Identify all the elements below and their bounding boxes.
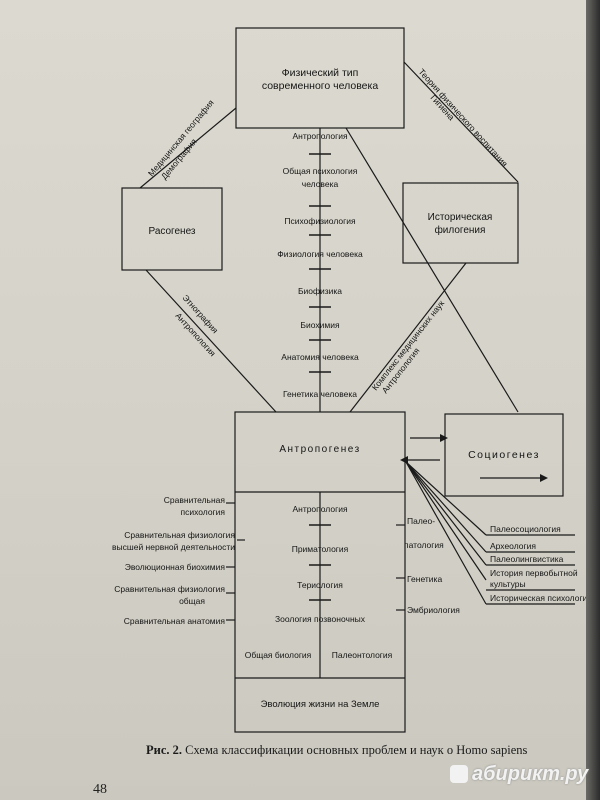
classification-diagram: Физический тип современного человека Рас… <box>112 27 586 733</box>
watermark-text: абирикт.ру <box>472 763 589 785</box>
lower-science: Антропология <box>292 504 347 514</box>
right-inner-science: Эмбриология <box>407 605 460 615</box>
page-edge-shadow <box>586 0 600 800</box>
fan-science-line: История первобытной <box>490 568 578 578</box>
upper-science: Анатомия человека <box>281 352 359 362</box>
figure-caption: Рис. 2. Схема классификации основных про… <box>146 743 527 758</box>
sociogenesis-box-frame <box>444 413 564 497</box>
book-page <box>0 0 586 800</box>
caption-label: Рис. 2. <box>146 743 183 757</box>
upper-science: Физиология человека <box>277 249 363 259</box>
right-box-line-2: филогения <box>435 224 486 236</box>
left-science-line: высшей нервной деятельности <box>112 542 235 552</box>
caption-text: Схема классификации основных проблем и н… <box>185 743 528 757</box>
edge-label-top-left-1: Медицинская география <box>146 97 216 178</box>
paleontology: Палеонтология <box>332 650 393 660</box>
left-science-line: психология <box>180 507 225 517</box>
upper-science: Антропология <box>292 131 347 141</box>
upper-science-line-2: человека <box>302 179 339 189</box>
left-box-title: Расогенез <box>148 226 195 237</box>
fan-science: Археология <box>490 541 536 551</box>
left-box-frame <box>121 187 223 271</box>
sociogenesis-box-title: Социогенез <box>468 449 540 461</box>
left-science-line: Сравнительная физиология <box>114 584 225 594</box>
edge-label-top-right-1: Теория физического воспитания <box>417 67 511 169</box>
lower-science: Зоология позвоночных <box>275 614 366 624</box>
fan-science: Историческая психология <box>490 593 586 603</box>
upper-science: Биофизика <box>298 286 342 296</box>
fan-science: Палеосоциология <box>490 524 561 534</box>
right-inner-science: Генетика <box>407 574 442 584</box>
right-box-line-1: Историческая <box>428 212 493 223</box>
upper-science: Биохимия <box>300 320 340 330</box>
watermark: абирикт.ру <box>450 763 588 786</box>
bottom-box-title: Эволюция жизни на Земле <box>261 699 380 710</box>
general-biology: Общая биология <box>245 650 312 660</box>
left-science: Сравнительная анатомия <box>124 616 226 626</box>
lower-science: Териология <box>297 580 343 590</box>
watermark-logo-icon <box>450 765 468 783</box>
left-science-line: Сравнительная физиология <box>124 530 235 540</box>
left-science-line: Сравнительная <box>164 495 226 505</box>
right-inner-line: Палео- <box>407 516 435 526</box>
upper-science: Психофизиология <box>284 216 356 226</box>
top-box-line-1: Физический тип <box>282 67 359 79</box>
right-inner-line: патология <box>404 540 444 550</box>
page-number: 48 <box>93 782 107 797</box>
upper-science: Генетика человека <box>283 389 357 399</box>
upper-science-line-1: Общая психология <box>283 166 358 176</box>
lower-science: Приматология <box>292 544 349 554</box>
fan-science-line: культуры <box>490 579 526 589</box>
left-science-line: общая <box>179 596 205 606</box>
edge-label-bottom-right-1: Комплекс медицинских наук <box>370 298 447 392</box>
top-box-line-2: современного человека <box>262 80 378 92</box>
fan-science: Палеолингвистика <box>490 554 564 564</box>
left-science: Эволюционная биохимия <box>125 562 226 572</box>
center-box-title: Антропогенез <box>279 444 360 455</box>
